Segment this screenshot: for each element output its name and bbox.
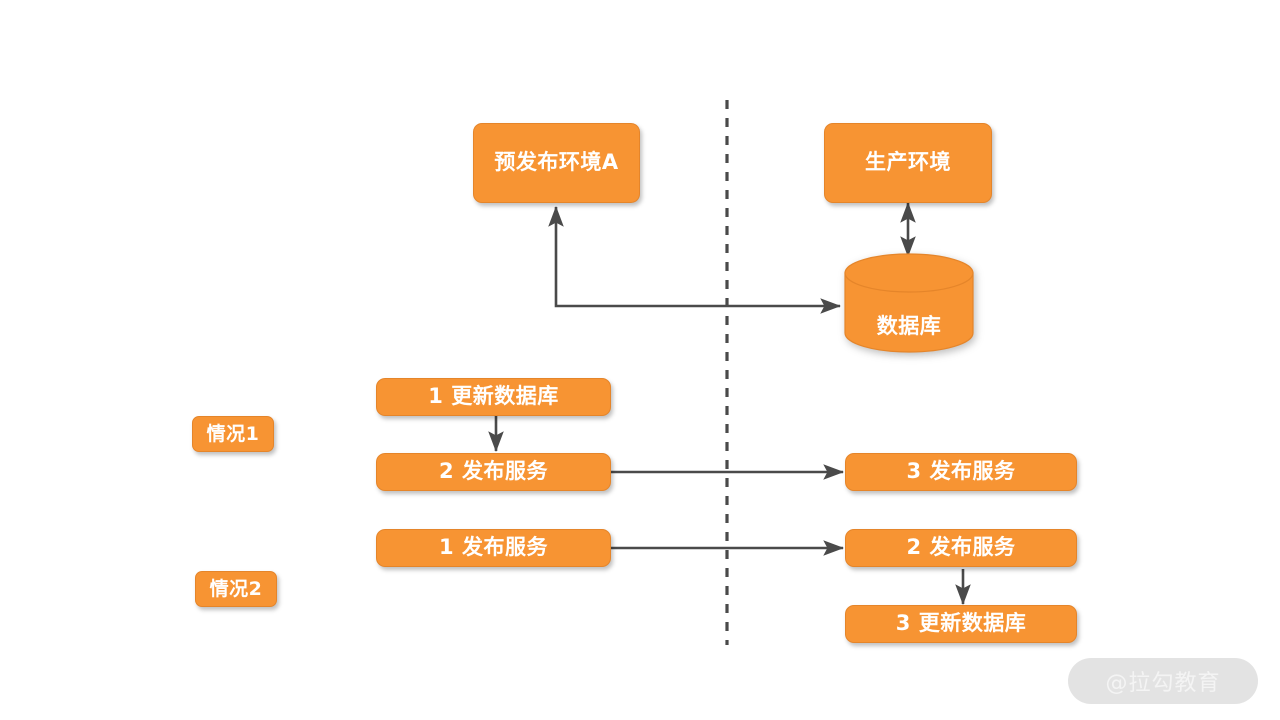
step-label: 3 更新数据库 xyxy=(895,611,1027,636)
step-label: 2 发布服务 xyxy=(439,459,548,484)
step-case2-left-1[interactable]: 1 发布服务 xyxy=(376,529,611,567)
node-production-environment[interactable]: 生产环境 xyxy=(824,123,992,203)
step-case2-right-1[interactable]: 2 发布服务 xyxy=(845,529,1077,567)
step-case1-left-1[interactable]: 1 更新数据库 xyxy=(376,378,611,416)
watermark: @拉勾教育 xyxy=(1068,658,1258,704)
case-label-text: 情况2 xyxy=(209,577,263,600)
node-label: 预发布环境A xyxy=(494,150,619,175)
case-label-text: 情况1 xyxy=(206,422,260,445)
step-label: 1 更新数据库 xyxy=(428,384,559,409)
watermark-text: @拉勾教育 xyxy=(1105,671,1221,696)
case-label-2[interactable]: 情况2 xyxy=(195,571,277,607)
node-database[interactable]: 数据库 xyxy=(841,252,977,354)
case-label-1[interactable]: 情况1 xyxy=(192,416,274,452)
step-case1-right-1[interactable]: 3 发布服务 xyxy=(845,453,1077,491)
step-label: 1 发布服务 xyxy=(439,535,548,560)
database-label: 数据库 xyxy=(876,314,942,338)
step-label: 2 发布服务 xyxy=(906,535,1016,560)
connector-db-to-prerelease xyxy=(548,205,842,314)
node-pre-release-environment[interactable]: 预发布环境A xyxy=(473,123,640,203)
step-label: 3 发布服务 xyxy=(906,459,1016,484)
step-case2-right-2[interactable]: 3 更新数据库 xyxy=(845,605,1077,643)
node-label: 生产环境 xyxy=(865,150,951,175)
step-case1-left-2[interactable]: 2 发布服务 xyxy=(376,453,611,491)
